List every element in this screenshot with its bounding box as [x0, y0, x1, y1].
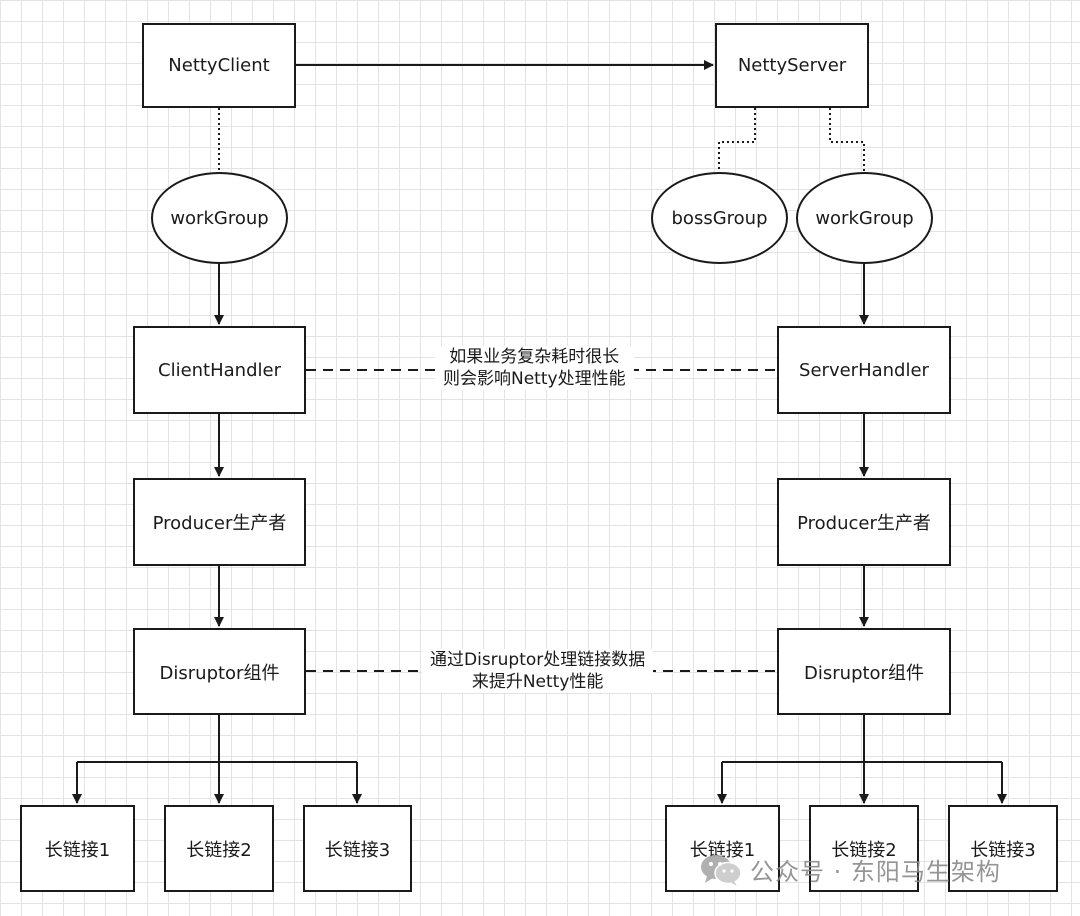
watermark: 公众号 · 东阳马生架构 — [700, 852, 1001, 887]
netty-server-node: NettyServer — [715, 23, 869, 108]
right-workgroup-node: workGroup — [796, 172, 933, 264]
right-bossgroup-node: bossGroup — [651, 172, 788, 264]
handler-note-line2: 则会影响Netty处理性能 — [443, 369, 626, 389]
disruptor-note-line2: 来提升Netty性能 — [471, 672, 604, 692]
handler-performance-note: 如果业务复杂耗时很长 则会影响Netty处理性能 — [435, 346, 634, 390]
netty-client-node: NettyClient — [142, 23, 296, 108]
right-producer-node: Producer生产者 — [777, 478, 951, 566]
handler-note-line1: 如果业务复杂耗时很长 — [449, 347, 620, 367]
server-handler-node: ServerHandler — [777, 326, 951, 414]
watermark-text: 公众号 · 东阳马生架构 — [750, 858, 1001, 886]
left-disruptor-node: Disruptor组件 — [133, 628, 306, 715]
left-fanout-connector — [72, 715, 362, 804]
left-long-connection-2: 长链接2 — [164, 805, 274, 892]
disruptor-performance-note: 通过Disruptor处理链接数据 来提升Netty性能 — [422, 649, 654, 693]
right-long-connection-3: 长链接3 — [948, 805, 1058, 892]
server-bossgroup-dotted-link — [718, 108, 756, 172]
left-long-connection-3: 长链接3 — [303, 805, 412, 892]
client-handler-node: ClientHandler — [133, 326, 306, 414]
wechat-icon — [700, 853, 742, 887]
right-long-connection-2: 长链接2 — [809, 805, 919, 892]
left-producer-node: Producer生产者 — [133, 478, 306, 566]
left-workgroup-node: workGroup — [151, 172, 288, 264]
right-disruptor-node: Disruptor组件 — [777, 628, 951, 715]
right-fanout-connector — [717, 715, 1007, 804]
disruptor-note-line1: 通过Disruptor处理链接数据 — [430, 650, 646, 670]
server-workgroup-dotted-link — [829, 108, 865, 172]
left-long-connection-1: 长链接1 — [20, 805, 135, 892]
